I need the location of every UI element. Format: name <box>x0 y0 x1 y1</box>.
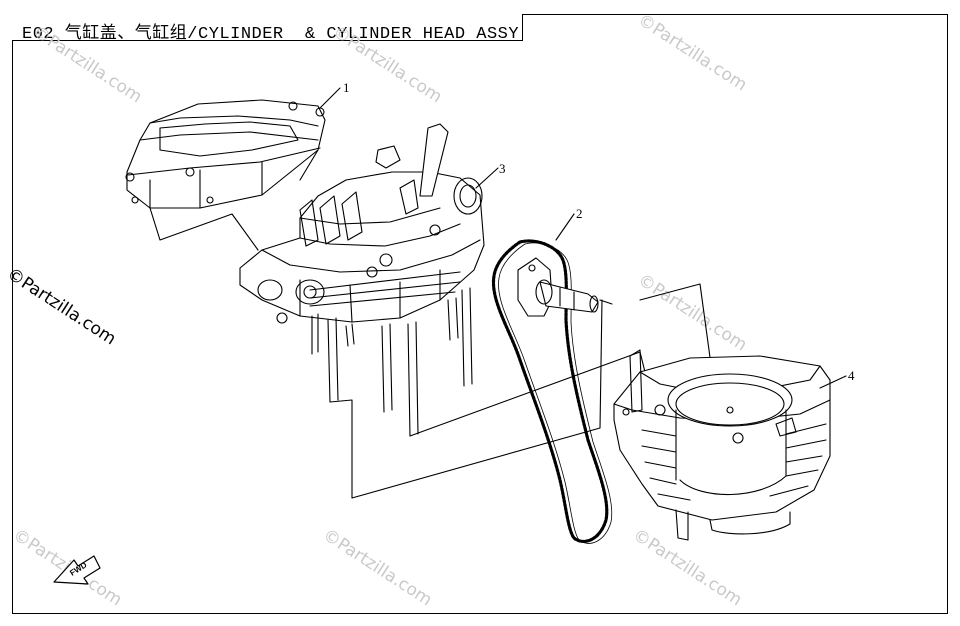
callout-2: 2 <box>576 206 583 221</box>
title-box <box>12 14 523 41</box>
camshaft-sprocket[interactable] <box>517 257 599 317</box>
cylinder-head-cover[interactable] <box>125 99 326 209</box>
forward-arrow-icon: FWD <box>53 555 101 585</box>
callout-3: 3 <box>499 161 506 176</box>
cylinder-head[interactable] <box>239 123 485 437</box>
callout-1: 1 <box>343 80 350 95</box>
callout-4: 4 <box>848 368 855 383</box>
cylinder-block[interactable] <box>613 349 831 541</box>
page-title: E02 气缸盖、气缸组/CYLINDER & CYLINDER HEAD ASS… <box>22 25 520 44</box>
